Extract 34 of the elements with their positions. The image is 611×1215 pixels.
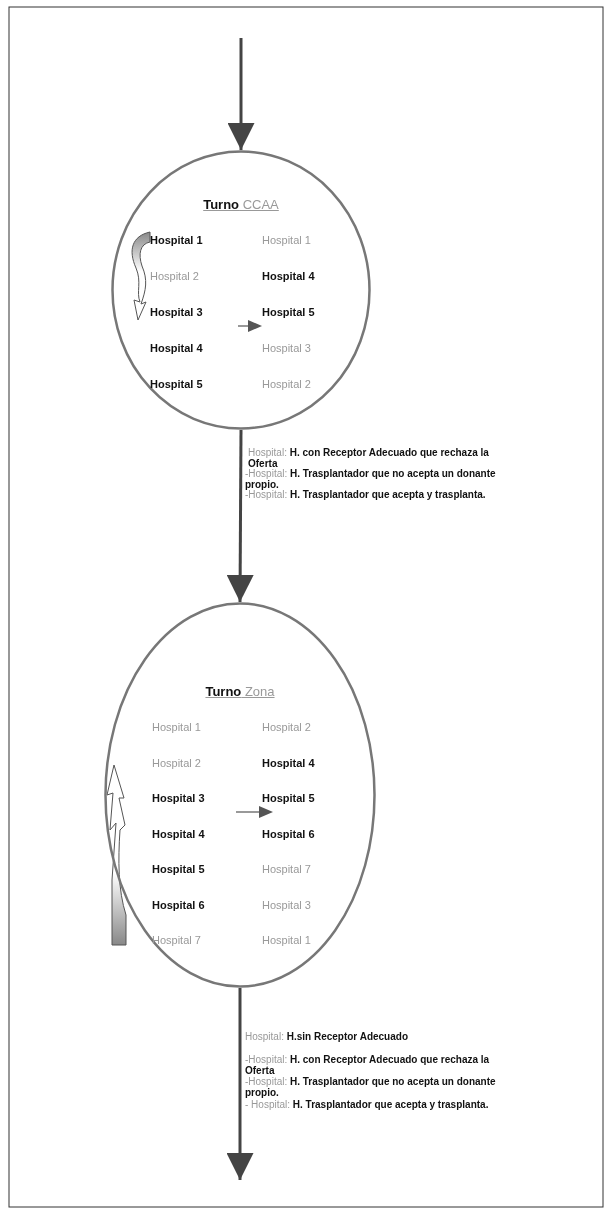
flow-arrow [227,38,255,150]
flow-arrow [226,988,254,1180]
note-text: -Hospital: H. Trasplantador que no acepta un donante propio. [245,1076,497,1098]
note-text: - Hospital: H. Trasplantador que acepta y trasplanta. [245,1099,490,1110]
hospital-entry: Hospital 5 [262,792,315,805]
note-text: Hospital: H. con Receptor Adecuado que rechaza la Oferta [248,447,490,469]
hospital-entry: Hospital 1 [150,234,203,247]
hospital-entry: Hospital 1 [262,934,311,947]
hospital-entry: Hospital 5 [262,306,315,319]
hospital-entry: Hospital 6 [152,898,205,912]
hospital-entry: Hospital 2 [262,721,311,734]
hospital-entry: Hospital 2 [152,756,201,770]
hospital-entry: Hospital 2 [262,378,311,391]
hospital-entry: Hospital 3 [262,342,311,355]
hospital-entry: Hospital 4 [152,827,205,841]
hospital-entry: Hospital 1 [152,721,201,734]
hospital-entry: Hospital 5 [150,378,203,391]
note-text: -Hospital: H. con Receptor Adecuado que rechaza la Oferta [245,1054,491,1076]
note-text: Hospital: H.sin Receptor Adecuado [245,1031,409,1042]
note-text: -Hospital: H. Trasplantador que no acepta un donante propio. [245,468,497,490]
hospital-entry: Hospital 4 [262,756,315,770]
circle-title: Turno Zona [204,685,276,698]
hospital-entry: Hospital 5 [152,863,205,876]
hospital-entry: Hospital 1 [262,234,311,247]
circle-title: Turno CCAA [202,198,280,211]
hospital-entry: Hospital 4 [150,342,203,355]
flow-arrow [226,430,254,602]
hospital-entry: Hospital 7 [262,863,311,876]
hospital-entry: Hospital 2 [150,270,199,283]
hospital-entry: Hospital 3 [262,898,311,912]
hospital-entry: Hospital 3 [150,306,203,319]
hospital-entry: Hospital 6 [262,827,315,841]
hospital-entry: Hospital 3 [152,792,205,805]
hospital-entry: Hospital 4 [262,270,315,283]
